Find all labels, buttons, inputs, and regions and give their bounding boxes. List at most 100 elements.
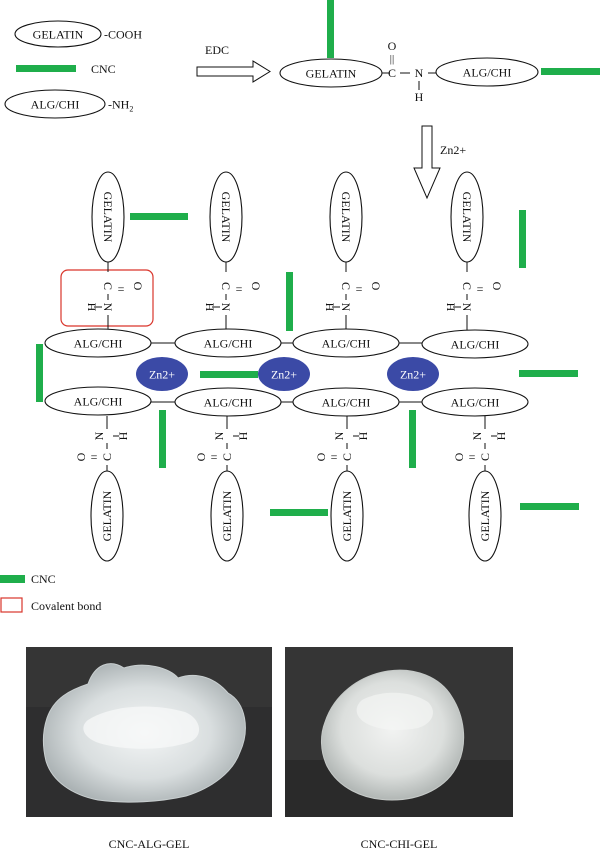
gelatin-label: GELATIN	[460, 192, 474, 243]
nitrogen-label: N	[101, 303, 115, 312]
algchi-oval	[292, 387, 400, 417]
upper-gelatin-row: GELATIN GELATIN GELATIN GELATIN	[91, 171, 484, 263]
carbon-label: C	[101, 282, 115, 290]
nitrogen-label: N	[460, 303, 474, 312]
cnc-bar	[286, 272, 293, 331]
zn-ion	[136, 357, 188, 391]
carbon-label: C	[339, 282, 353, 290]
algchi-oval	[44, 328, 152, 358]
algchi-legend-suffix: -NH2	[108, 98, 133, 114]
algchi-oval	[174, 387, 282, 417]
photo-left: CNC-ALG-GEL	[26, 647, 272, 851]
network-cnc-bars	[36, 210, 579, 516]
reaction-product: GELATIN O || C N H ALG/CHI	[279, 0, 600, 104]
photo-right: CNC-CHI-GEL	[285, 647, 513, 851]
cnc-legend-bar	[16, 65, 76, 72]
nitrogen-label: N	[415, 66, 424, 80]
algchi-oval	[292, 328, 400, 358]
zn-ion	[387, 357, 439, 391]
lower-algchi-chain: ALG/CHI ALG/CHI ALG/CHI ALG/CHI	[44, 386, 529, 417]
nitrogen-label: N	[470, 431, 484, 440]
upper-algchi-chain: ALG/CHI ALG/CHI ALG/CHI ALG/CHI	[44, 328, 529, 359]
lower-amide-groups: N H C = O N H C = O N H C =	[74, 416, 508, 474]
algchi-label: ALG/CHI	[322, 396, 371, 410]
gelatin-oval	[90, 470, 124, 562]
amide-group: N H C = O	[314, 416, 370, 474]
oxygen-label: O	[452, 452, 466, 461]
algchi-oval	[421, 387, 529, 417]
amide-group: N H C = O	[194, 416, 250, 474]
nitrogen-label: N	[92, 431, 106, 440]
bond-dash: =	[469, 450, 476, 464]
covalent-legend-label: Covalent bond	[31, 599, 101, 613]
carbon-label: C	[478, 453, 492, 461]
algchi-suffix-subscript: 2	[129, 105, 133, 114]
cnc-bar	[36, 344, 43, 402]
cnc-bar	[519, 210, 526, 268]
cnc-legend-label: CNC	[91, 62, 116, 76]
gelatin-legend-suffix: -COOH	[104, 28, 142, 42]
zn-ions: Zn2+ Zn2+ Zn2+	[136, 357, 439, 391]
zn-label: Zn2+	[149, 368, 175, 382]
carbon-label: C	[220, 453, 234, 461]
carbon-label: C	[388, 66, 396, 80]
hydrogen-label: H	[85, 303, 99, 312]
bond-dash: =	[331, 450, 338, 464]
amide-group: C = O N H	[444, 262, 504, 333]
covalent-bond-box	[60, 269, 154, 327]
hydrogen-label: H	[444, 303, 458, 312]
amide-group: N H C = O	[452, 416, 508, 474]
cnc-bar	[200, 371, 258, 378]
zn-ion	[258, 357, 310, 391]
algchi-product-label: ALG/CHI	[463, 66, 512, 80]
algchi-legend-label: ALG/CHI	[31, 98, 80, 112]
gelatin-oval	[210, 470, 244, 562]
edc-arrow	[196, 60, 271, 83]
photo-caption: CNC-ALG-GEL	[109, 837, 190, 851]
gelatin-oval	[468, 470, 502, 562]
hydrogen-label: H	[203, 303, 217, 312]
algchi-legend-oval	[4, 89, 106, 119]
cnc-legend-bar	[0, 575, 25, 583]
cnc-bar	[520, 503, 579, 510]
oxygen-label: O	[249, 282, 263, 291]
cnc-bar	[327, 0, 334, 58]
algchi-label: ALG/CHI	[74, 395, 123, 409]
algchi-label: ALG/CHI	[204, 337, 253, 351]
oxygen-label: O	[74, 452, 88, 461]
bond-dash: =	[356, 282, 363, 296]
bond-dash: =	[118, 282, 125, 296]
hydrogel-highlight	[83, 706, 200, 749]
cnc-bar	[270, 509, 328, 516]
hydrogen-label: H	[116, 431, 130, 440]
carbon-label: C	[460, 282, 474, 290]
oxygen-label: O	[490, 282, 504, 291]
gelatin-label: GELATIN	[340, 490, 354, 541]
bond-dash: =	[211, 450, 218, 464]
hydrogen-label: H	[323, 303, 337, 312]
algchi-oval	[44, 386, 152, 416]
amide-group: N H C = O	[74, 416, 130, 474]
amide-group: C = O N H	[85, 262, 145, 333]
zn-arrow	[413, 125, 441, 200]
gelatin-product-label: GELATIN	[306, 67, 357, 81]
oxygen-label: O	[388, 39, 397, 53]
gelatin-label: GELATIN	[100, 490, 114, 541]
algchi-label: ALG/CHI	[451, 396, 500, 410]
upper-amide-groups: C = O N H C = O N H C = O N	[60, 262, 504, 333]
cnc-bar	[130, 213, 188, 220]
carbon-label: C	[340, 453, 354, 461]
nitrogen-label: N	[332, 431, 346, 440]
nitrogen-label: N	[212, 431, 226, 440]
gelatin-label: GELATIN	[101, 192, 115, 243]
amide-group: C = O N H	[323, 262, 383, 333]
amide-group: C = O N H	[203, 262, 263, 333]
edc-label: EDC	[205, 43, 229, 57]
gelatin-legend-label: GELATIN	[33, 28, 84, 42]
cnc-bar	[159, 410, 166, 468]
carbon-label: C	[100, 453, 114, 461]
gelatin-label: GELATIN	[478, 490, 492, 541]
oxygen-label: O	[194, 452, 208, 461]
gelatin-label: GELATIN	[219, 192, 233, 243]
